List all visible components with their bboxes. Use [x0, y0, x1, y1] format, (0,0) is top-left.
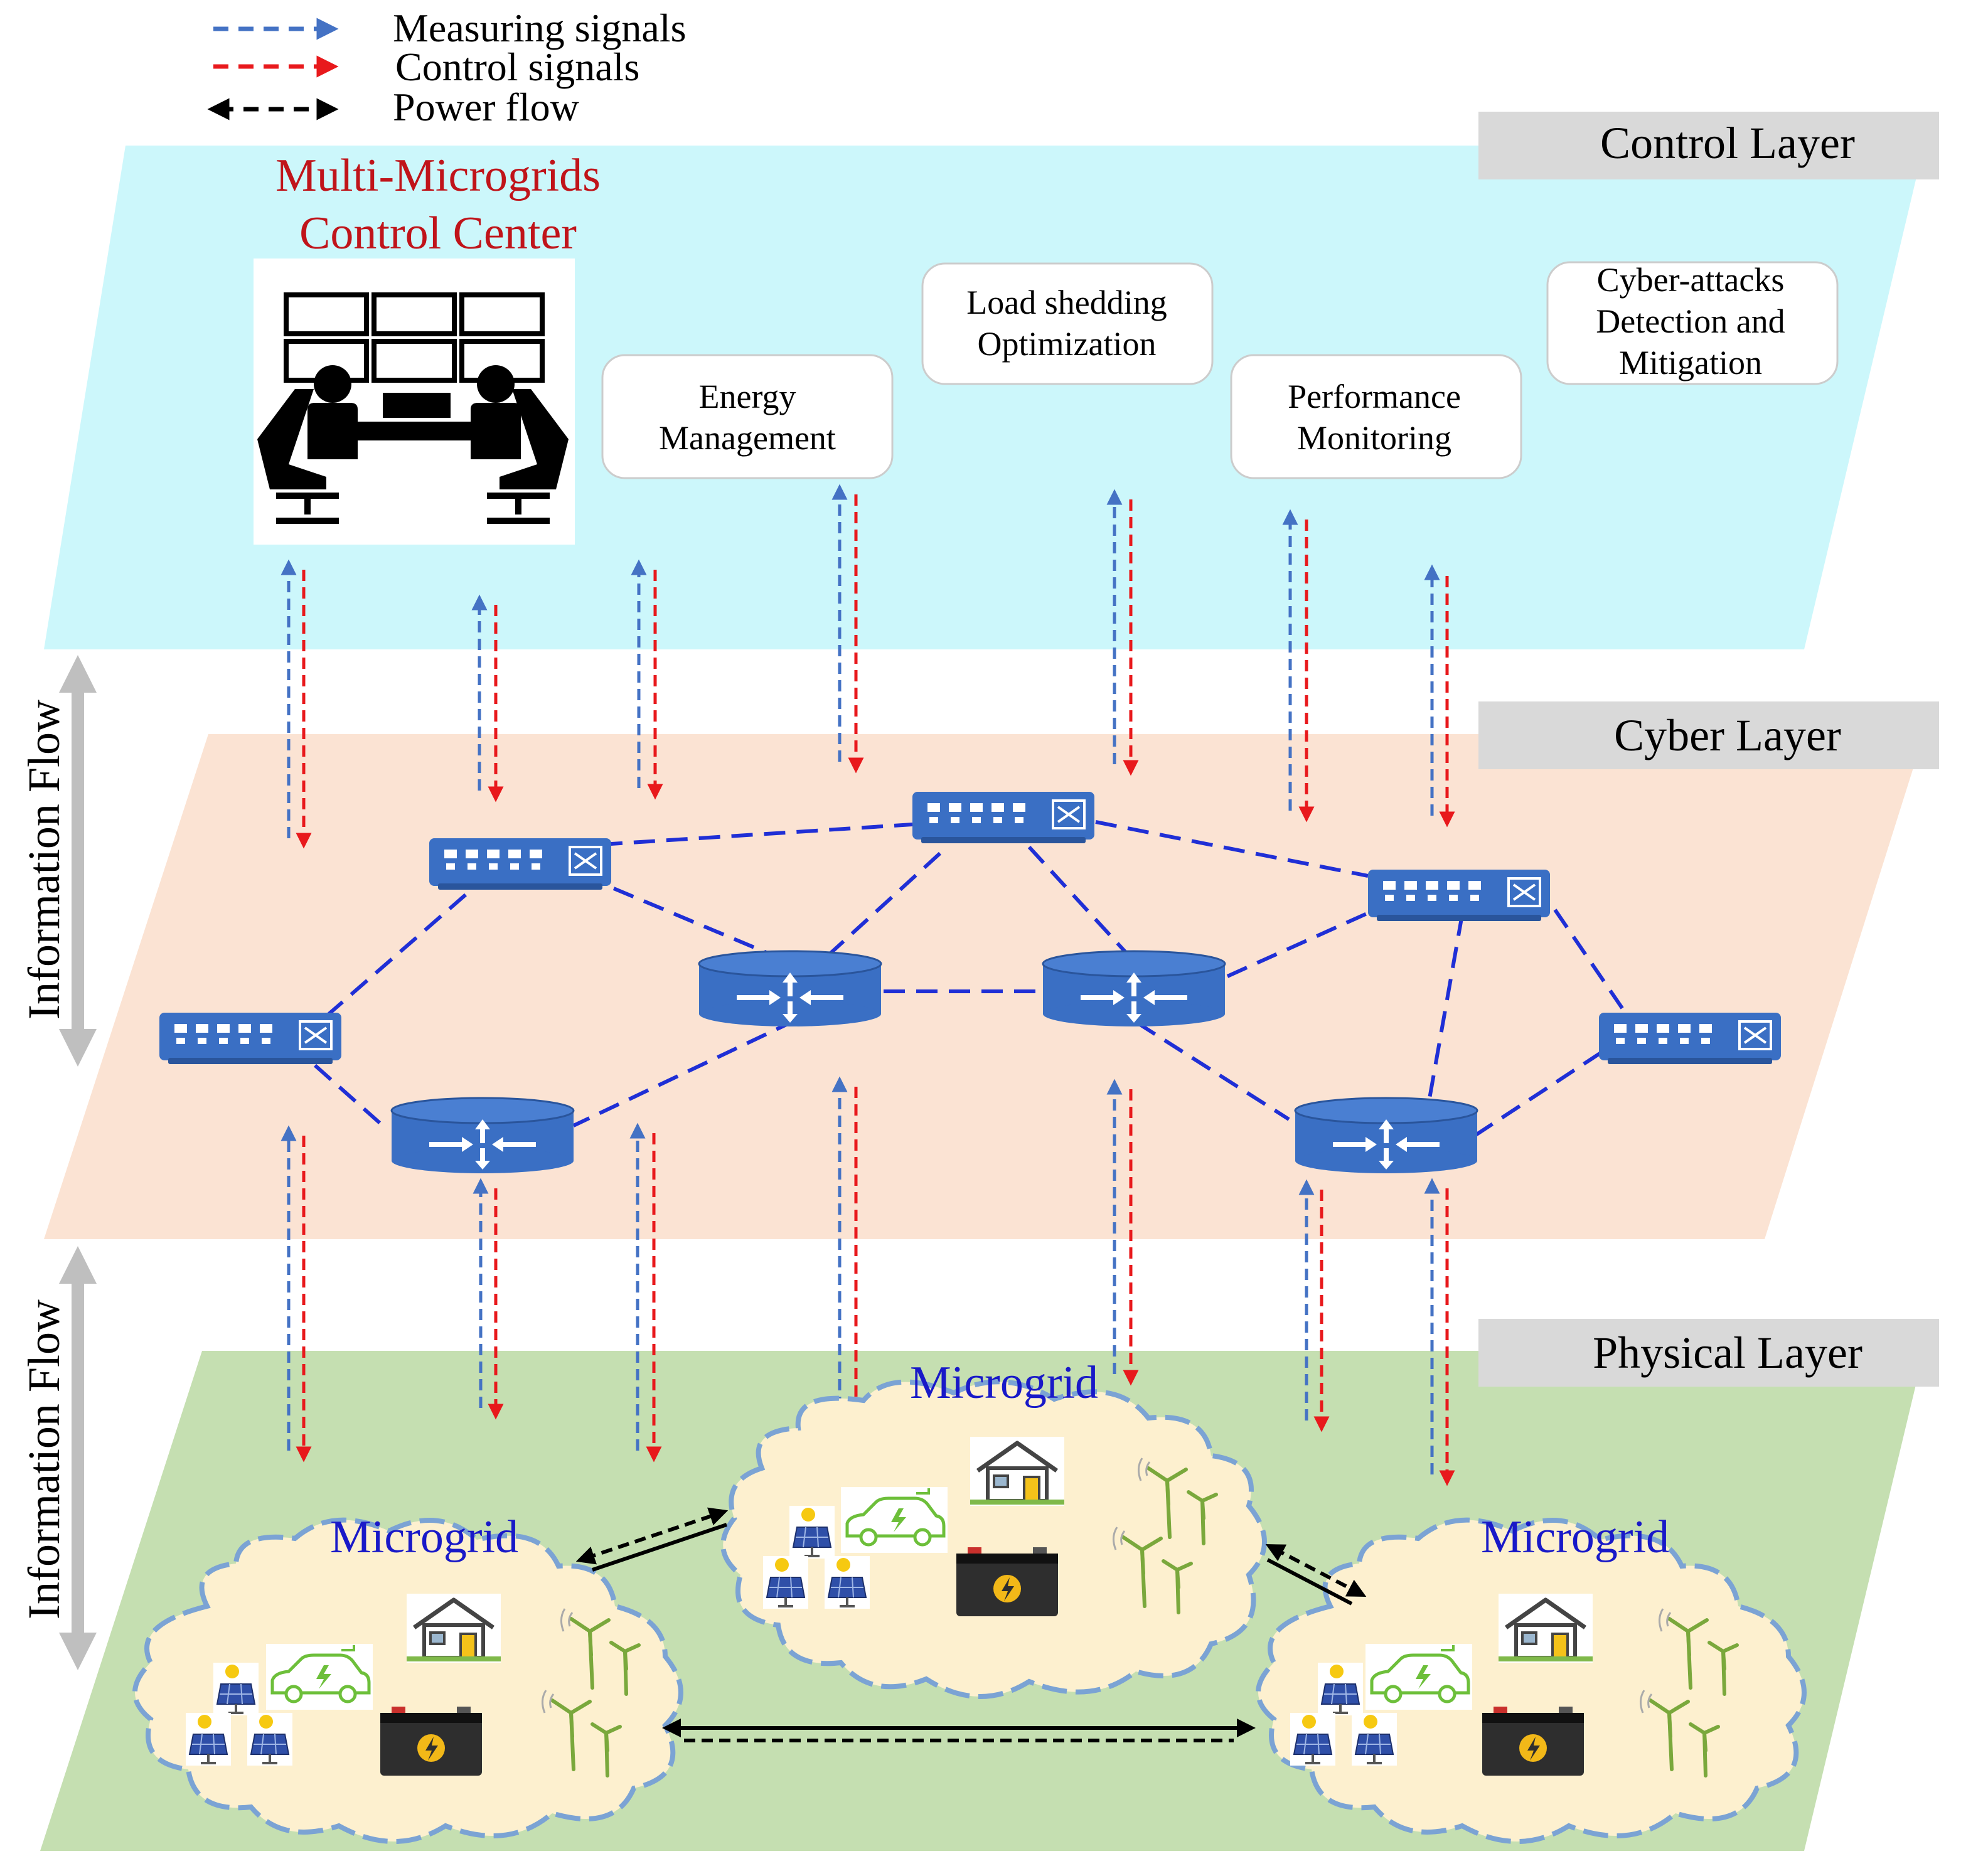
legend-control-label: Control signals [395, 45, 639, 89]
lower-information-flow: Information Flow [19, 1246, 97, 1670]
router-bottom-left [390, 1097, 575, 1175]
load-shedding-line2: Optimization [978, 325, 1157, 363]
load-shedding-box: Load shedding Optimization [921, 262, 1214, 385]
cyberattack-line3: Mitigation [1619, 344, 1762, 381]
cyberattack-detection-box: Cyber-attacks Detection and Mitigation [1546, 261, 1839, 385]
control-center-title-line2: Control Center [299, 208, 577, 259]
energy-management-line2: Management [659, 419, 836, 457]
performance-monitoring-line1: Performance [1288, 378, 1461, 415]
control-cyber-signals [281, 484, 1455, 849]
control-center-icon [254, 259, 575, 545]
microgrid-center [720, 1379, 1267, 1699]
legend: Measuring signals Control signals Power … [207, 6, 687, 129]
legend-measuring-label: Measuring signals [393, 6, 687, 50]
microgrid-right [1256, 1517, 1807, 1844]
microgrid-right-label: Microgrid [1481, 1511, 1669, 1563]
router-center-right [1042, 950, 1226, 1028]
switch-top-left [428, 837, 612, 891]
legend-power-label: Power flow [393, 85, 579, 129]
router-center-left [698, 950, 882, 1028]
cyberattack-line2: Detection and [1596, 302, 1785, 340]
switch-right [1598, 1011, 1782, 1065]
upper-information-flow-label: Information Flow [19, 700, 69, 1020]
power-flow-arrows [575, 1507, 1367, 1742]
cyberattack-line1: Cyber-attacks [1597, 261, 1785, 299]
control-layer-label-box [1478, 112, 1939, 179]
load-shedding-line1: Load shedding [966, 284, 1167, 321]
switch-top-right [1367, 868, 1551, 922]
microgrid-center-label: Microgrid [910, 1357, 1098, 1409]
performance-monitoring-line2: Monitoring [1297, 419, 1451, 457]
cyber-physical-signals [281, 1076, 1455, 1486]
control-layer-label: Control Layer [1600, 118, 1855, 168]
control-center-title-line1: Multi-Microgrids [275, 150, 601, 201]
lower-information-flow-label: Information Flow [19, 1299, 69, 1619]
physical-layer-label-box [1478, 1319, 1939, 1387]
microgrid-left [132, 1517, 683, 1844]
cyber-network-links [314, 820, 1627, 1138]
upper-information-flow: Information Flow [19, 655, 97, 1067]
switch-left [158, 1011, 343, 1065]
physical-layer-label: Physical Layer [1593, 1328, 1862, 1378]
cyber-layer-label: Cyber Layer [1614, 710, 1841, 760]
performance-monitoring-box: Performance Monitoring [1230, 354, 1522, 479]
switch-top-center [911, 791, 1096, 845]
microgrid-left-label: Microgrid [330, 1511, 518, 1563]
router-bottom-right [1294, 1097, 1478, 1175]
energy-management-box: Energy Management [601, 354, 894, 479]
cyber-layer-label-box [1478, 701, 1939, 769]
energy-management-line1: Energy [699, 378, 796, 415]
microgrid-center-cloud [720, 1379, 1267, 1699]
